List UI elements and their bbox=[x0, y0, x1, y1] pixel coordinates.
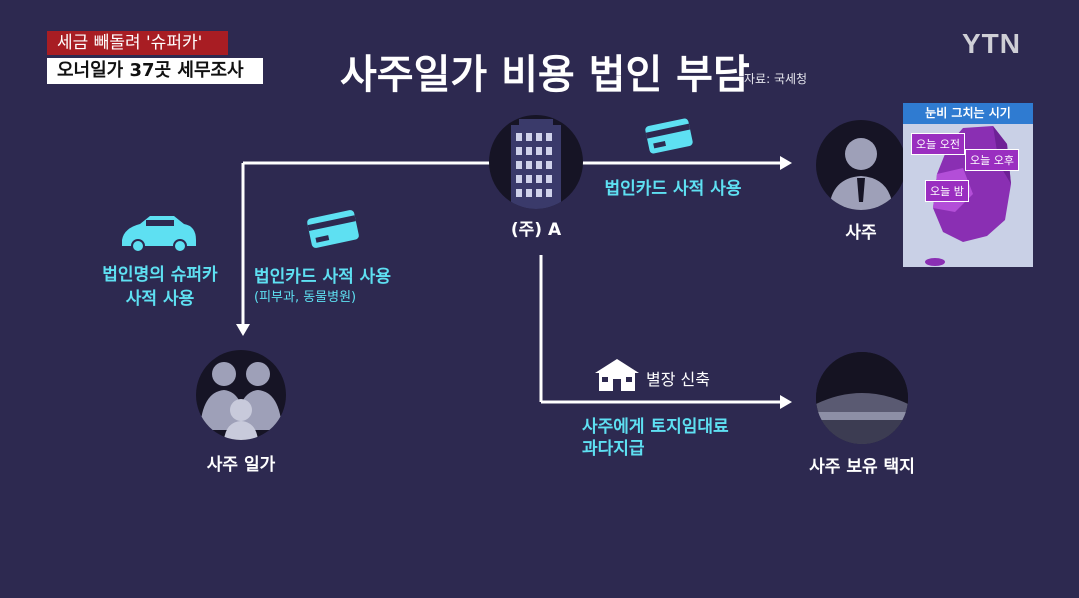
building-icon bbox=[511, 119, 561, 209]
arrowhead-owner bbox=[780, 156, 792, 170]
car-text-line1: 법인명의 슈퍼카 bbox=[102, 265, 218, 285]
family-circle bbox=[196, 350, 286, 440]
family-label: 사주 일가 bbox=[206, 455, 276, 475]
arrowhead-land bbox=[780, 395, 792, 409]
land-rent-text-line2: 과다지급 bbox=[582, 439, 645, 459]
family-card-use-text: 법인카드 사적 사용 bbox=[254, 267, 391, 287]
company-label: (주) A bbox=[510, 220, 562, 240]
car-text-line2: 사적 사용 bbox=[125, 289, 195, 309]
land-label: 사주 보유 택지 bbox=[809, 457, 915, 477]
page-title: 사주일가 비용 법인 부담 bbox=[340, 52, 750, 98]
owner-card-use-text: 법인카드 사적 사용 bbox=[604, 179, 742, 199]
arrowhead-family bbox=[236, 324, 250, 336]
weather-tag-night: 오늘 밤 bbox=[925, 180, 969, 202]
land-circle bbox=[816, 352, 908, 444]
land-icon bbox=[816, 352, 908, 444]
broadcaster-logo: YTN bbox=[962, 28, 1021, 59]
credit-card-icon bbox=[645, 118, 693, 154]
family-icon bbox=[200, 362, 282, 440]
weather-map-header: 눈비 그치는 시기 bbox=[903, 103, 1033, 124]
owner-label: 사주 bbox=[845, 223, 877, 243]
weather-tag-morning: 오늘 오전 bbox=[911, 133, 965, 155]
family-card-use-subtext: (피부과, 동물병원) bbox=[254, 290, 357, 305]
owner-circle bbox=[816, 120, 906, 210]
person-icon bbox=[829, 138, 893, 210]
credit-card-icon-left bbox=[307, 210, 359, 248]
news-caption-headline: 세금 빼돌려 '슈퍼카' bbox=[47, 31, 228, 55]
company-circle bbox=[489, 115, 583, 209]
weather-tag-afternoon: 오늘 오후 bbox=[965, 149, 1019, 171]
house-icon bbox=[595, 359, 639, 391]
villa-text: 별장 신축 bbox=[646, 370, 710, 389]
weather-map-inset: 눈비 그치는 시기 오늘 오전 오늘 오후 오늘 밤 bbox=[903, 103, 1033, 267]
source-note: 자료: 국세청 bbox=[744, 72, 808, 86]
news-caption-subline: 오너일가 37곳 세무조사 bbox=[47, 58, 263, 84]
land-rent-text-line1: 사주에게 토지임대료 bbox=[582, 417, 729, 437]
sports-car-icon bbox=[122, 216, 196, 253]
